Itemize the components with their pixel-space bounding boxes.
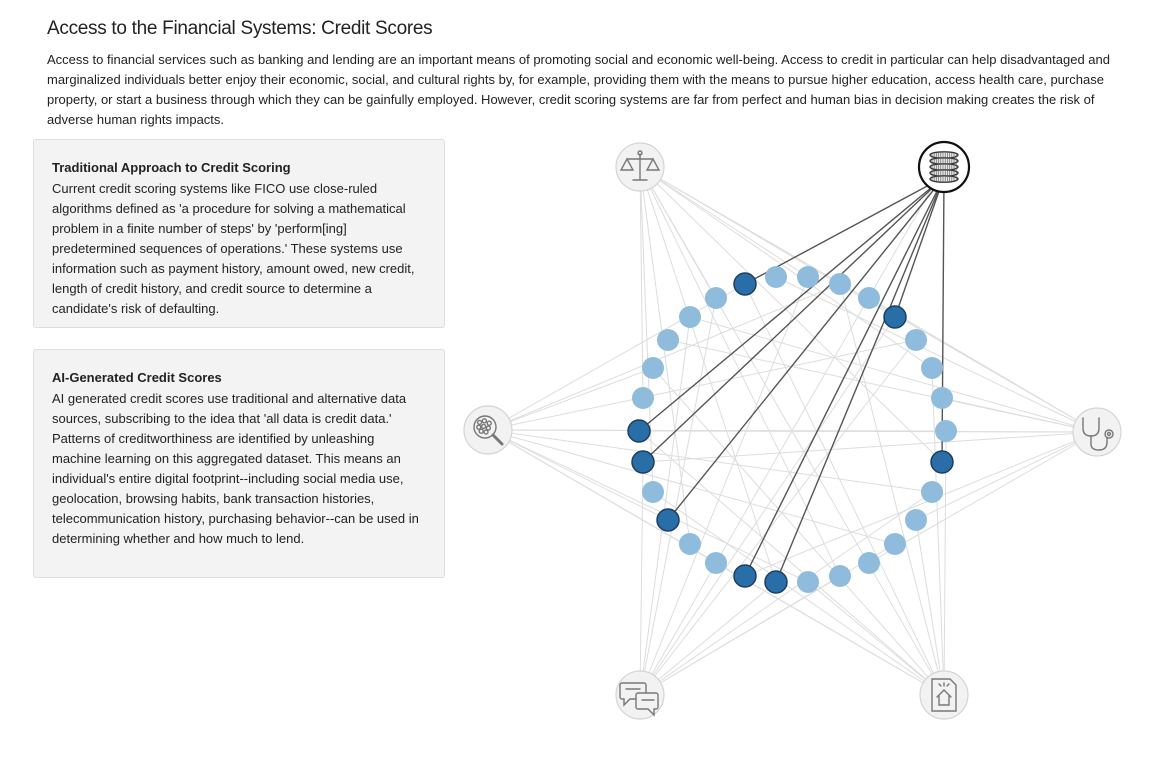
node-ring: [627, 266, 957, 594]
highlighted-right-node[interactable]: [733, 564, 757, 588]
active-links: [638, 176, 945, 583]
faint-link: [744, 283, 945, 696]
right-node[interactable]: [829, 565, 851, 587]
speech-bubbles-icon: [619, 682, 659, 717]
hub-health[interactable]: [1072, 407, 1122, 457]
right-node[interactable]: [829, 273, 851, 295]
right-node[interactable]: [931, 387, 953, 409]
right-node[interactable]: [884, 533, 906, 555]
faint-link: [487, 283, 841, 431]
highlighted-right-node[interactable]: [883, 305, 907, 329]
faint-link: [639, 316, 896, 696]
faint-link: [639, 491, 933, 696]
right-node[interactable]: [858, 552, 880, 574]
traditional-scoring-card: Traditional Approach to Credit Scoring C…: [33, 139, 445, 328]
card-body: AI generated credit scores use tradition…: [52, 391, 419, 546]
right-node[interactable]: [935, 420, 957, 442]
right-node[interactable]: [657, 329, 679, 351]
faint-link: [639, 166, 654, 493]
stethoscope-icon: [1082, 417, 1114, 451]
faint-link: [652, 367, 945, 696]
faint-link: [639, 166, 644, 399]
coins-icon: [929, 151, 959, 183]
highlighted-right-node[interactable]: [656, 508, 680, 532]
faint-link: [639, 339, 917, 696]
scales-icon: [619, 150, 661, 181]
faint-link: [638, 430, 945, 696]
highlighted-right-node[interactable]: [764, 570, 788, 594]
ai-scoring-card: AI-Generated Credit Scores AI generated …: [33, 349, 445, 578]
right-node[interactable]: [858, 287, 880, 309]
faint-link: [639, 166, 809, 278]
faint-link: [487, 339, 917, 431]
faint-link: [487, 429, 933, 493]
right-node[interactable]: [765, 266, 787, 288]
right-node[interactable]: [905, 509, 927, 531]
faint-link: [807, 581, 945, 696]
active-link: [642, 176, 945, 463]
faint-link: [642, 431, 1098, 463]
right-node[interactable]: [705, 287, 727, 309]
faint-link: [639, 297, 717, 696]
right-node[interactable]: [679, 306, 701, 328]
faint-link: [487, 429, 669, 521]
document-house-icon: [931, 678, 957, 712]
hub-housing[interactable]: [919, 670, 969, 720]
card-heading: Traditional Approach to Credit Scoring: [52, 160, 291, 175]
highlighted-right-node[interactable]: [733, 272, 757, 296]
faint-link: [487, 283, 746, 431]
active-link: [638, 176, 945, 432]
right-node[interactable]: [905, 329, 927, 351]
faint-link: [943, 430, 947, 696]
active-link: [775, 176, 945, 583]
highlighted-right-node[interactable]: [631, 450, 655, 474]
right-node[interactable]: [797, 571, 819, 593]
faint-link: [839, 283, 945, 696]
right-node[interactable]: [921, 357, 943, 379]
faint-link: [639, 543, 896, 696]
faint-link: [639, 316, 691, 696]
right-node[interactable]: [642, 481, 664, 503]
faint-link: [639, 461, 644, 696]
right-node[interactable]: [632, 387, 654, 409]
faint-link: [915, 431, 1098, 521]
highlighted-right-node[interactable]: [930, 450, 954, 474]
faint-link: [639, 166, 945, 696]
intro-paragraph: Access to financial services such as ban…: [47, 52, 1110, 127]
faint-link: [868, 431, 1098, 564]
hub-nodes: [463, 140, 1122, 720]
faint-link: [652, 491, 945, 696]
card-heading: AI-Generated Credit Scores: [52, 370, 222, 385]
right-node[interactable]: [797, 266, 819, 288]
faint-link: [915, 519, 945, 696]
faint-link: [639, 276, 809, 696]
magnifier-icon: [473, 415, 504, 446]
right-node[interactable]: [642, 357, 664, 379]
faint-link: [775, 276, 1098, 433]
faint-link: [639, 166, 777, 583]
faint-link: [689, 316, 1098, 433]
active-link: [744, 176, 945, 577]
faint-link: [487, 429, 896, 545]
right-node[interactable]: [679, 533, 701, 555]
active-link: [667, 176, 945, 521]
card-body: Current credit scoring systems like FICO…: [52, 181, 415, 316]
right-node[interactable]: [705, 552, 727, 574]
highlighted-right-node[interactable]: [627, 419, 651, 443]
active-link: [894, 176, 945, 318]
faint-link: [744, 431, 1098, 577]
active-link: [744, 176, 945, 285]
faint-link: [931, 367, 945, 696]
active-link: [941, 176, 945, 463]
faint-link: [667, 339, 1098, 433]
page-title: Access to the Financial Systems: Credit …: [47, 18, 433, 39]
faint-link: [639, 581, 777, 696]
faint-link: [639, 166, 691, 545]
right-node[interactable]: [921, 481, 943, 503]
faint-link: [639, 166, 933, 369]
faint-links: [487, 166, 1098, 696]
faint-link: [487, 367, 654, 431]
rights-network-diagram: [463, 140, 1122, 720]
faint-link: [639, 166, 943, 463]
